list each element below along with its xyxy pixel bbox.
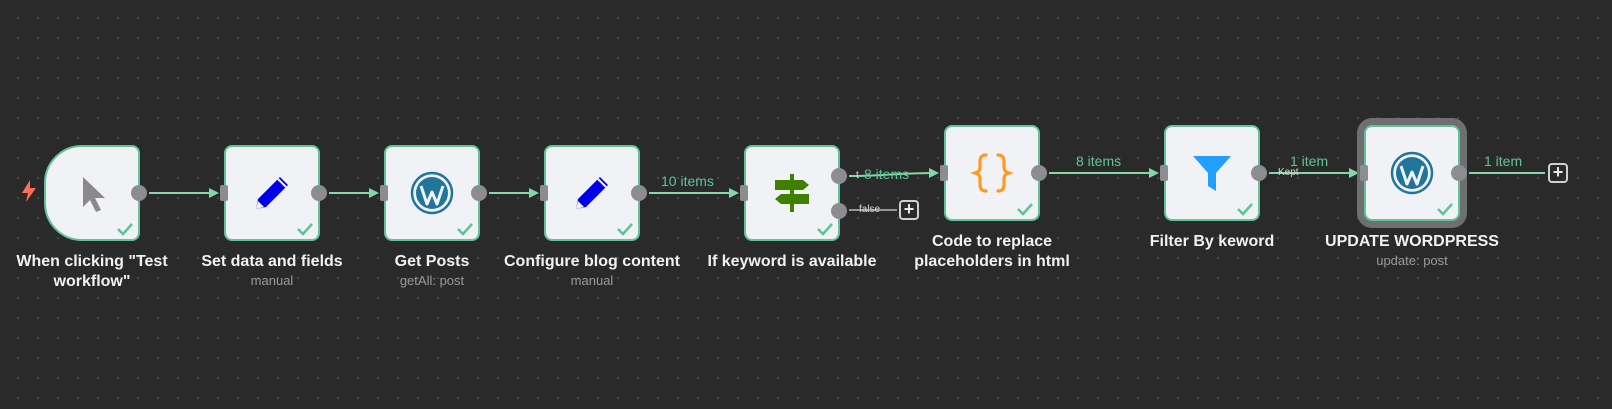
node-code-replace-placeholders[interactable] bbox=[940, 125, 1047, 221]
node-subtitle: manual bbox=[570, 273, 614, 288]
node-title: Configure blog content bbox=[504, 253, 680, 270]
node-if-keyword-available[interactable] bbox=[740, 145, 847, 241]
add-node-button[interactable]: + bbox=[899, 200, 919, 220]
output-handle[interactable] bbox=[1451, 165, 1467, 181]
success-check-icon bbox=[1437, 203, 1453, 216]
wordpress-icon bbox=[1390, 151, 1434, 195]
pencil-icon bbox=[576, 177, 608, 209]
success-check-icon bbox=[297, 223, 313, 236]
node-title: When clicking "Test workflow" bbox=[16, 253, 168, 290]
node-get-posts[interactable] bbox=[380, 145, 487, 241]
input-handle[interactable] bbox=[540, 185, 548, 201]
node-subtitle: update: post bbox=[1376, 253, 1448, 268]
output-handle[interactable] bbox=[471, 185, 487, 201]
input-handle[interactable] bbox=[380, 185, 388, 201]
success-check-icon bbox=[617, 223, 633, 236]
node-subtitle: manual bbox=[250, 273, 294, 288]
output-handle[interactable] bbox=[1251, 165, 1267, 181]
edge-item-count: 1 item bbox=[1484, 153, 1523, 169]
node-title: UPDATE WORDPRESS bbox=[1325, 233, 1499, 250]
input-handle[interactable] bbox=[740, 185, 748, 201]
output-handle[interactable] bbox=[311, 185, 327, 201]
port-label-false: false bbox=[859, 204, 881, 215]
add-node-button[interactable]: + bbox=[1548, 163, 1568, 183]
node-title: Set data and fields bbox=[201, 253, 343, 270]
node-title: If keyword is available bbox=[707, 253, 877, 270]
output-handle-true[interactable] bbox=[831, 168, 847, 184]
edge-item-count: 10 items bbox=[661, 173, 714, 189]
input-handle[interactable] bbox=[220, 185, 228, 201]
edge-item-count: 8 items bbox=[864, 166, 910, 182]
port-label-true: t bbox=[856, 170, 859, 181]
pencil-icon bbox=[256, 177, 288, 209]
success-check-icon bbox=[1237, 203, 1253, 216]
signpost-icon bbox=[775, 174, 809, 212]
port-label-kept: Kept bbox=[1278, 167, 1299, 178]
success-check-icon bbox=[457, 223, 473, 236]
node-configure-blog-content[interactable] bbox=[540, 145, 647, 241]
node-manual-trigger[interactable] bbox=[44, 145, 147, 241]
success-check-icon bbox=[117, 223, 133, 236]
node-subtitle: getAll: post bbox=[399, 273, 465, 288]
node-title: Get Posts bbox=[394, 253, 470, 270]
output-handle-false[interactable] bbox=[831, 203, 847, 219]
input-handle[interactable] bbox=[1360, 165, 1368, 181]
success-check-icon bbox=[1017, 203, 1033, 216]
output-handle[interactable] bbox=[631, 185, 647, 201]
success-check-icon bbox=[817, 223, 833, 236]
edge-item-count: 1 item bbox=[1290, 153, 1329, 169]
node-filter-by-keyword[interactable] bbox=[1160, 125, 1267, 221]
edge-item-count: 8 items bbox=[1076, 153, 1122, 169]
wordpress-icon bbox=[410, 171, 454, 215]
input-handle[interactable] bbox=[1160, 165, 1168, 181]
output-handle[interactable] bbox=[1031, 165, 1047, 181]
node-set-data-and-fields[interactable] bbox=[220, 145, 327, 241]
code-braces-icon bbox=[970, 153, 1014, 193]
node-update-wordpress[interactable] bbox=[1360, 125, 1467, 221]
filter-funnel-icon bbox=[1193, 156, 1231, 191]
node-title: Code to replace placeholders in html bbox=[914, 233, 1070, 270]
lightning-bolt-icon bbox=[22, 180, 36, 202]
input-handle[interactable] bbox=[940, 165, 948, 181]
node-title: Filter By keword bbox=[1149, 233, 1275, 250]
edge-if-to-code[interactable] bbox=[848, 168, 939, 179]
cursor-icon bbox=[83, 177, 105, 212]
output-handle[interactable] bbox=[131, 185, 147, 201]
